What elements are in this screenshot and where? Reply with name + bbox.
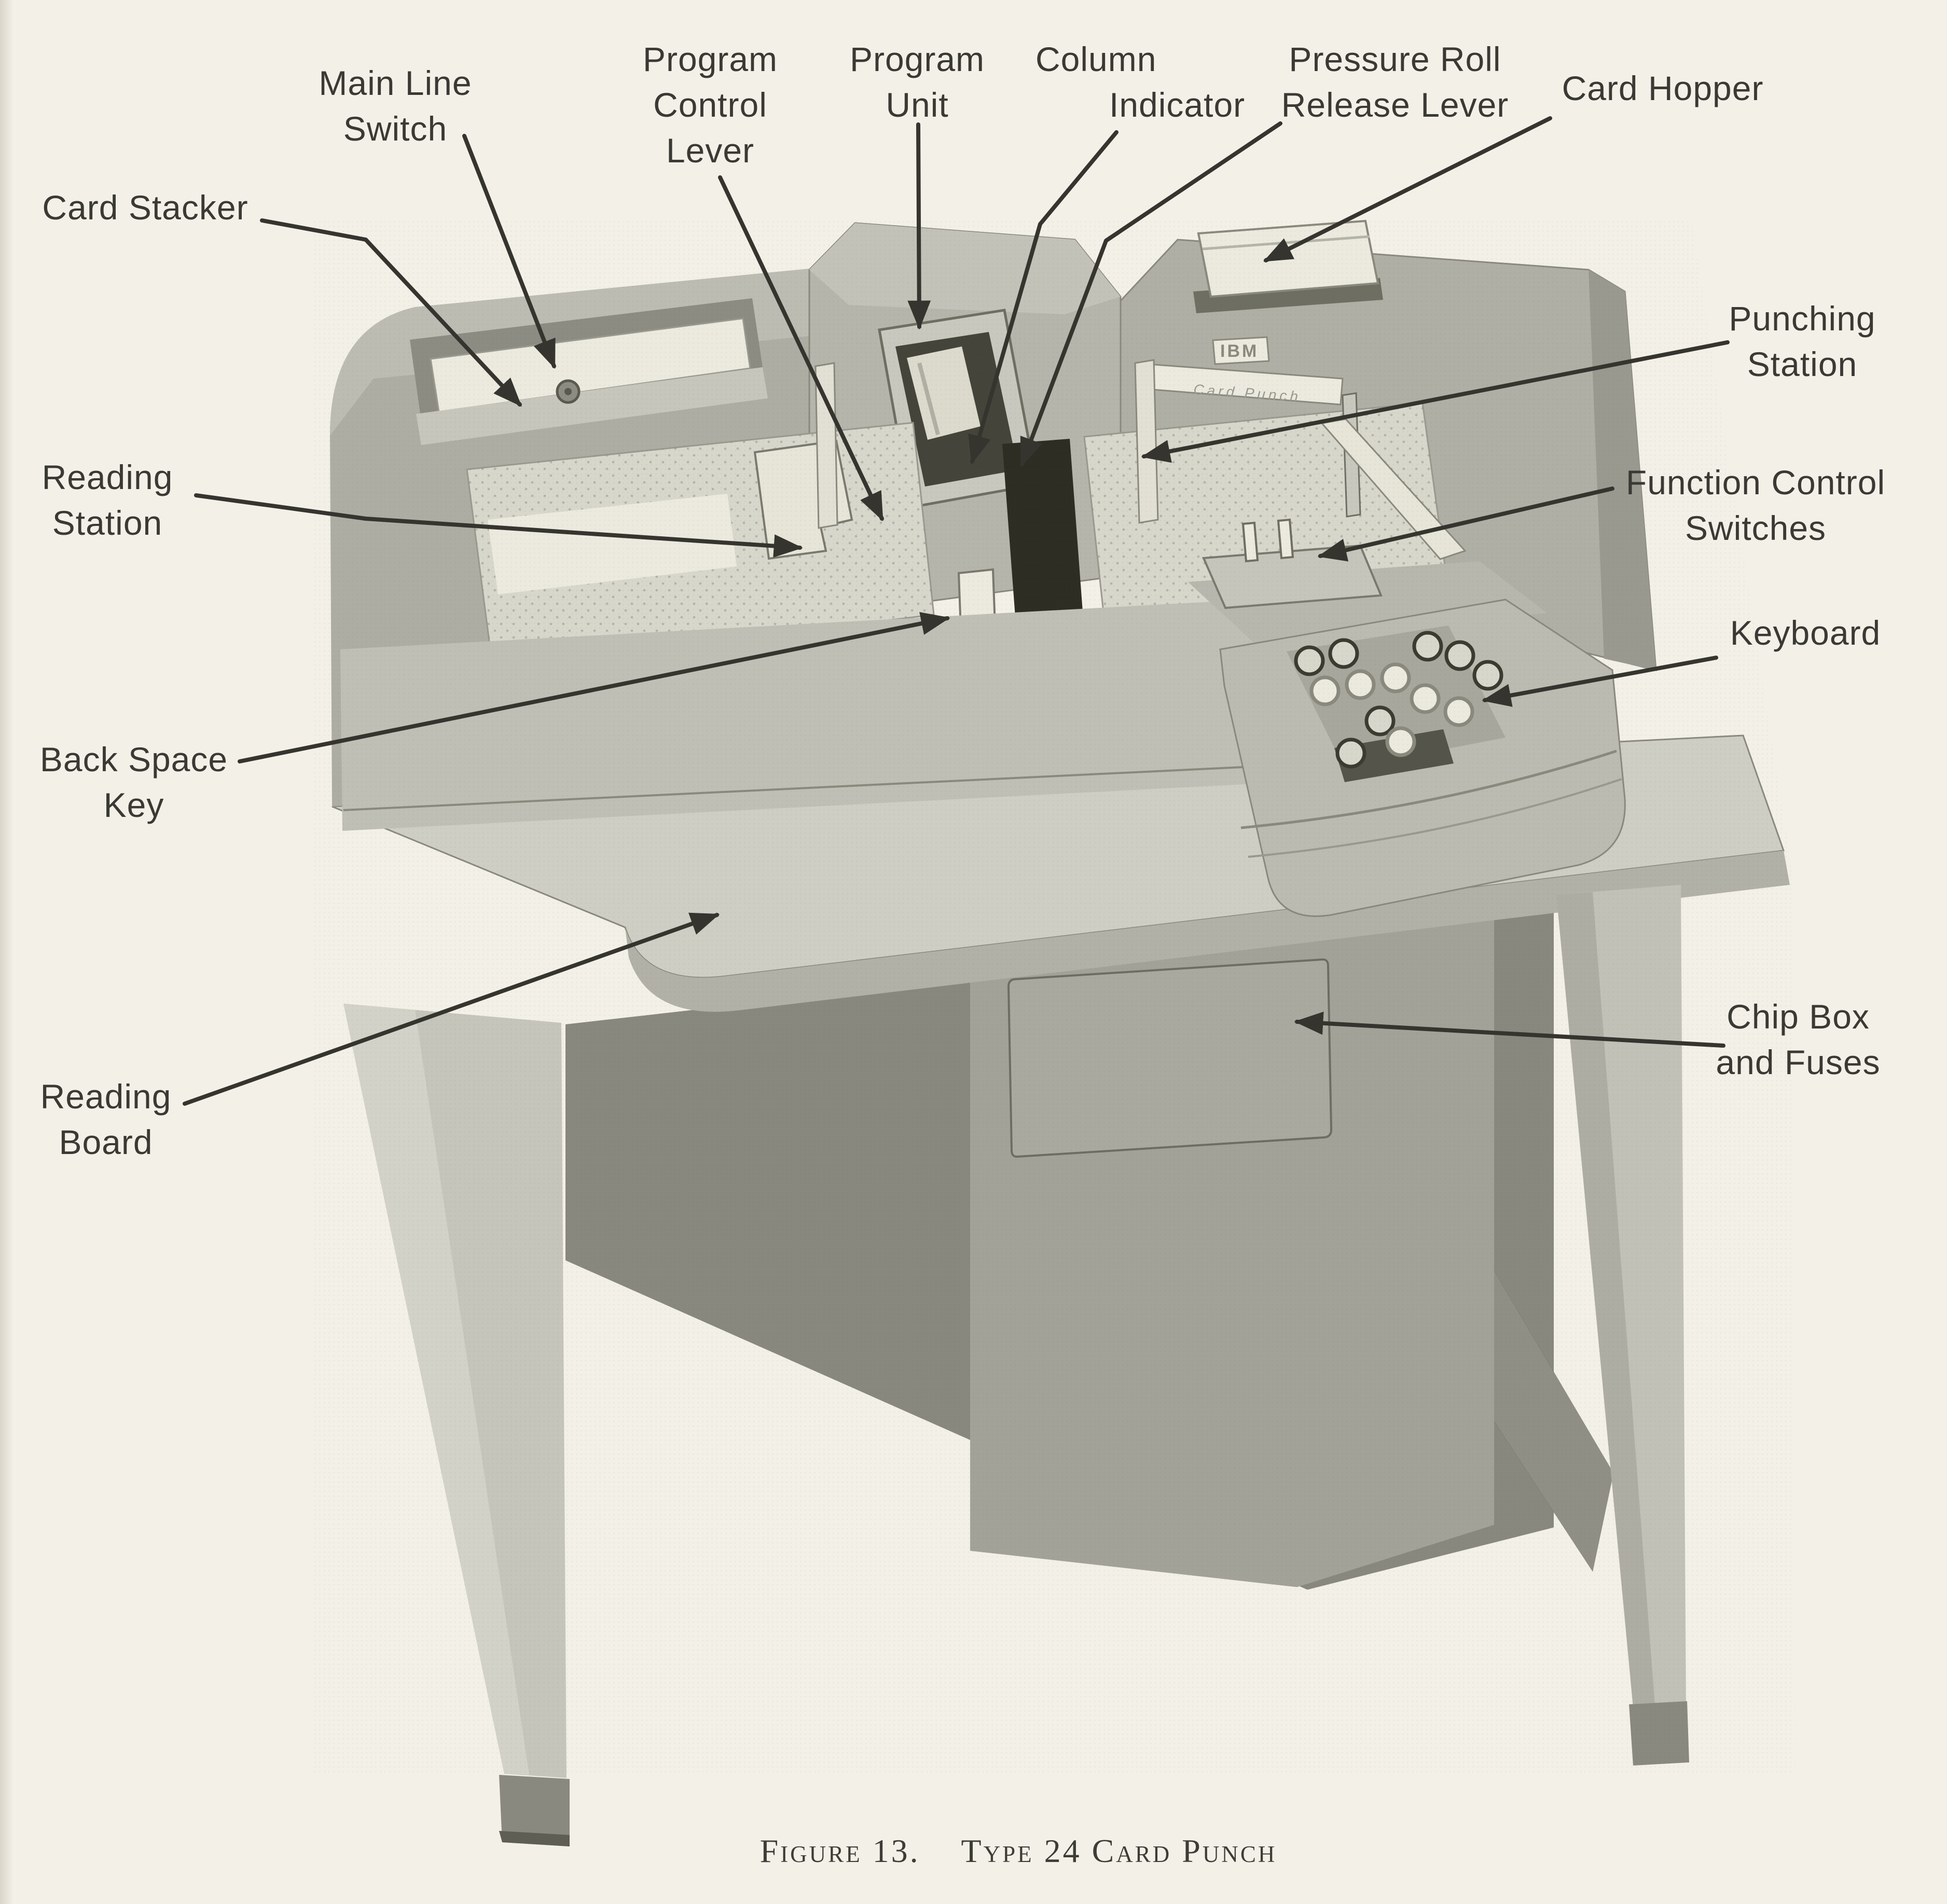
leader-punching-station xyxy=(1141,340,1730,463)
leader-function-control-switches xyxy=(1317,487,1614,562)
callout-column-indicator: Column Indicator xyxy=(1035,36,1305,128)
callout-chip-box-and-fuses: Chip Box and Fuses xyxy=(1694,994,1902,1085)
callout-line: Card Stacker xyxy=(42,188,248,227)
callout-line: Station xyxy=(1747,345,1858,383)
leader-main-line-switch xyxy=(462,134,556,369)
callout-reading-station: Reading Station xyxy=(17,454,198,546)
callout-main-line-switch: Main Line Switch xyxy=(292,60,499,151)
figure-caption: Figure 13. Type 24 Card Punch xyxy=(603,1832,1433,1870)
leader-program-unit xyxy=(907,122,931,330)
leader-reading-board xyxy=(183,912,720,1106)
callout-line: Indicator xyxy=(1109,86,1246,124)
callout-line: Card Hopper xyxy=(1562,69,1764,107)
leader-card-stacker xyxy=(260,218,522,407)
callout-line: Key xyxy=(103,786,164,824)
callout-line: Lever xyxy=(666,131,755,170)
halftone-texture xyxy=(311,218,1795,1774)
leader-reading-station xyxy=(194,493,803,558)
callout-line: Column xyxy=(1035,40,1157,78)
callout-punching-station: Punching Station xyxy=(1699,296,1906,387)
callout-card-stacker: Card Stacker xyxy=(16,185,275,230)
callout-program-unit: Program Unit xyxy=(813,36,1021,128)
callout-line: Board xyxy=(59,1123,153,1161)
callout-pressure-roll-release-lever: Pressure Roll Release Lever xyxy=(1265,36,1525,128)
callout-reading-board: Reading Board xyxy=(15,1074,197,1165)
callout-line: Keyboard xyxy=(1730,614,1881,652)
callout-line: Release Lever xyxy=(1281,86,1509,124)
figure-caption-title: Type 24 Card Punch xyxy=(961,1832,1277,1869)
leader-back-space-key xyxy=(238,612,950,763)
callout-program-control-lever: Program Control Lever xyxy=(606,36,814,173)
callout-line: Control xyxy=(653,86,767,124)
callout-line: Punching xyxy=(1729,299,1876,338)
callout-card-hopper: Card Hopper xyxy=(1533,65,1792,111)
leader-keyboard xyxy=(1482,656,1718,707)
leader-pressure-roll-release-lever xyxy=(1020,121,1282,467)
callout-line: Reading xyxy=(42,458,173,496)
callout-line: Function Control xyxy=(1625,463,1886,502)
callout-line: Switches xyxy=(1684,509,1827,547)
callout-line: Program xyxy=(849,40,985,78)
callout-line: Switch xyxy=(343,109,448,148)
callout-back-space-key: Back Space Key xyxy=(30,736,238,828)
callout-line: Program xyxy=(642,40,778,78)
callout-function-control-switches: Function Control Switches xyxy=(1600,460,1911,551)
figure-caption-label: Figure 13. xyxy=(760,1832,920,1869)
leader-lines xyxy=(183,116,1730,1106)
leader-card-hopper xyxy=(1263,116,1552,262)
callout-line: Station xyxy=(52,504,163,542)
desk-foot-left xyxy=(499,1775,570,1846)
leader-program-control-lever xyxy=(718,175,884,522)
desk-foot-left-shadow xyxy=(499,1831,570,1846)
callout-keyboard: Keyboard xyxy=(1702,610,1909,656)
callout-line: and Fuses xyxy=(1716,1043,1881,1081)
callout-line: Unit xyxy=(886,86,949,124)
leader-chip-box-and-fuses xyxy=(1294,1011,1725,1048)
callout-line: Pressure Roll xyxy=(1289,40,1501,78)
callout-line: Main Line xyxy=(319,64,472,102)
callout-line: Reading xyxy=(40,1077,172,1116)
callout-line: Back Space xyxy=(39,740,228,779)
leader-column-indicator xyxy=(968,130,1119,465)
callout-line: Chip Box xyxy=(1727,997,1870,1036)
